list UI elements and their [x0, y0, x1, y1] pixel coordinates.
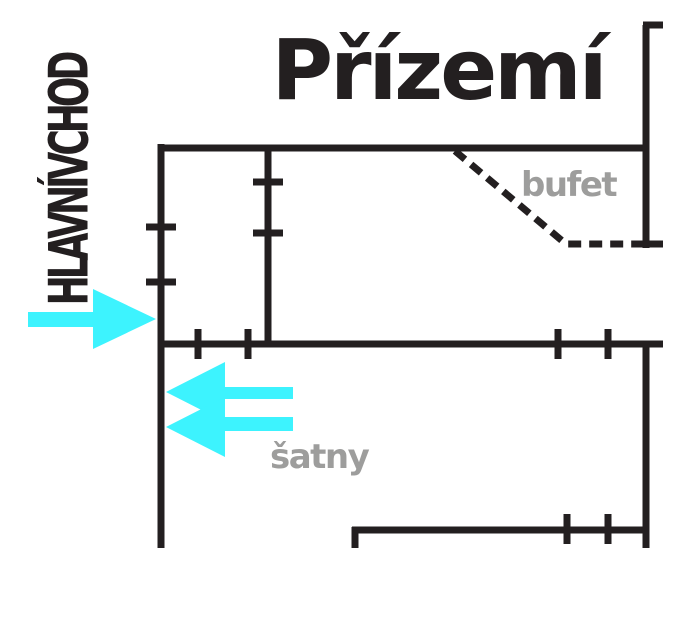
buffet-room-label: bufet: [521, 165, 618, 205]
cloakroom-arrow-upper-icon: [166, 362, 293, 422]
buffet-dashed-boundary: [452, 148, 640, 248]
main-entrance-arrow-icon: [28, 289, 156, 349]
cloakrooms-room-label: šatny: [270, 437, 370, 477]
cloakroom-arrow-lower-icon: [166, 397, 293, 457]
page-title: Přízemí: [271, 21, 608, 119]
main-entrance-label: HLAVNÍVCHOD: [39, 54, 102, 306]
